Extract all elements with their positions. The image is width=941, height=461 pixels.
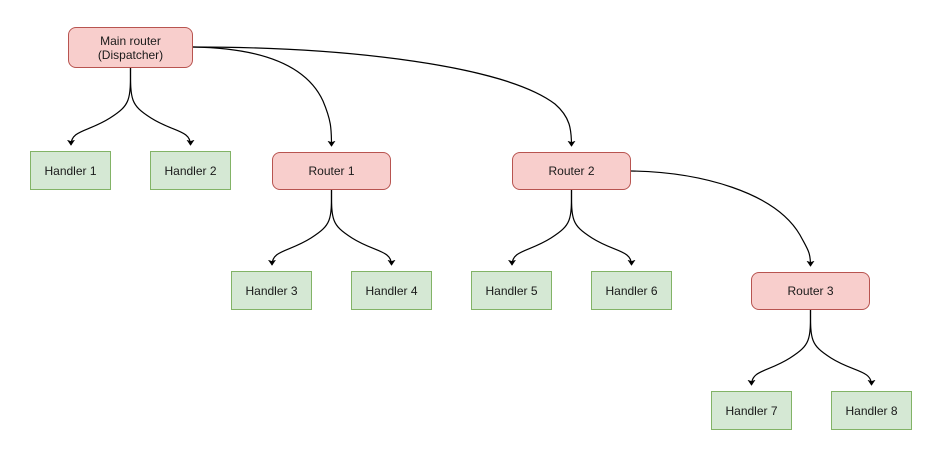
- edge-router-2-to-handler-6: [570, 189, 636, 266]
- node-router-2[interactable]: Router 2: [512, 152, 631, 190]
- edge-main-to-router-2: [192, 46, 576, 147]
- edge-router-3-to-handler-7: [747, 309, 812, 386]
- node-handler-7[interactable]: Handler 7: [711, 391, 792, 430]
- edge-router-1-to-handler-3: [268, 189, 333, 266]
- node-handler-6[interactable]: Handler 6: [591, 271, 672, 310]
- edge-router-3-to-handler-8: [809, 309, 876, 386]
- node-router-1[interactable]: Router 1: [272, 152, 391, 190]
- node-main-router[interactable]: Main router (Dispatcher): [68, 27, 193, 68]
- node-handler-4[interactable]: Handler 4: [351, 271, 432, 310]
- edge-main-to-handler-2: [129, 67, 195, 146]
- edge-router-2-to-router-3: [630, 170, 815, 267]
- node-handler-2[interactable]: Handler 2: [150, 151, 231, 190]
- node-handler-8[interactable]: Handler 8: [831, 391, 912, 430]
- edge-main-to-router-1: [192, 46, 336, 147]
- edge-router-1-to-handler-4: [330, 189, 396, 266]
- node-handler-1[interactable]: Handler 1: [30, 151, 111, 190]
- node-handler-5[interactable]: Handler 5: [471, 271, 552, 310]
- edge-router-2-to-handler-5: [508, 189, 573, 266]
- node-handler-3[interactable]: Handler 3: [231, 271, 312, 310]
- node-router-3[interactable]: Router 3: [751, 272, 870, 310]
- edge-main-to-handler-1: [67, 67, 132, 146]
